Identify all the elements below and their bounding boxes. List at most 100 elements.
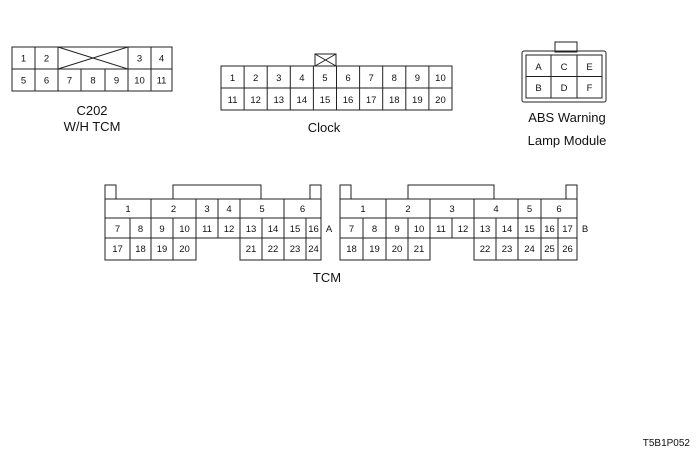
tcm-a-pin: 12 [224, 224, 235, 235]
tcm-a-pin: 23 [290, 244, 301, 255]
c202-pin: 7 [67, 76, 72, 87]
c202-caption-line1: C202 [76, 103, 107, 118]
tcm-a-pin: 16 [308, 224, 319, 235]
c202-pin: 10 [134, 76, 145, 87]
tcm-a-pin: 19 [157, 244, 168, 255]
tcm-b-pin: 22 [480, 244, 491, 255]
tcm-a-left-tab [104, 184, 117, 200]
c202-pin: 1 [21, 54, 26, 65]
c202-pin: 11 [157, 76, 167, 87]
tcm-b-pin: 4 [493, 204, 498, 215]
tcm-a-pin: 5 [259, 204, 264, 215]
c202-pin: 6 [44, 76, 49, 87]
tcm-b-pin: 26 [562, 244, 573, 255]
tcm-a-top-boss [172, 184, 262, 200]
tcm-b-left-tab [339, 184, 352, 200]
abs-latch [554, 41, 578, 53]
c202-pin: 4 [159, 54, 164, 65]
tcm-caption: TCM [313, 270, 341, 285]
figure-code-text: T5B1P052 [643, 438, 691, 449]
tcm-a-pin: 1 [125, 204, 130, 215]
tcm-b-pin: 12 [458, 224, 469, 235]
tcm-a-label: A [326, 224, 333, 235]
tcm-b-top-boss [407, 184, 495, 200]
clock-pin: 3 [276, 73, 281, 84]
c202-pin: 5 [21, 76, 26, 87]
tcm-b-pin: 11 [436, 224, 446, 235]
clock-pin: 16 [343, 95, 354, 106]
tcm-b-pin: 13 [480, 224, 491, 235]
tcm-b-pin: 25 [544, 244, 555, 255]
abs-caption-line1: ABS Warning [528, 110, 606, 125]
tcm-a-pin: 21 [246, 244, 257, 255]
tcm-a-pin: 3 [204, 204, 209, 215]
clock-pin: 6 [345, 73, 350, 84]
tcm-a-right-tab [309, 184, 322, 200]
tcm-b-pin: 7 [349, 224, 354, 235]
c202-pin: 3 [137, 54, 142, 65]
clock-pin: 13 [273, 95, 284, 106]
clock-pin: 7 [369, 73, 374, 84]
clock-pin: 20 [435, 95, 446, 106]
clock-pin: 5 [322, 73, 327, 84]
tcm-a-pin: 2 [171, 204, 176, 215]
tcm-b-pin: 15 [524, 224, 535, 235]
abs-pin: B [535, 83, 541, 94]
clock-pin: 2 [253, 73, 258, 84]
tcm-a-pin: 18 [135, 244, 146, 255]
tcm-b-pin: 2 [405, 204, 410, 215]
tcm-b-pin: 20 [392, 244, 403, 255]
tcm-a-pin: 14 [268, 224, 279, 235]
tcm-a-pin: 24 [308, 244, 319, 255]
c202-pin: 2 [44, 54, 49, 65]
tcm-b-pin: 23 [502, 244, 513, 255]
tcm-b-pin: 21 [414, 244, 425, 255]
clock-pin: 9 [415, 73, 420, 84]
abs-pin: A [535, 62, 542, 73]
tcm-b-pin: 6 [556, 204, 561, 215]
tcm-b-pin: 3 [449, 204, 454, 215]
clock-pin: 4 [299, 73, 304, 84]
tcm-a-pin: 20 [179, 244, 190, 255]
clock-pin: 10 [435, 73, 446, 84]
tcm-a-pin: 22 [268, 244, 279, 255]
tcm-a-pin: 9 [159, 224, 164, 235]
tcm-b-label: B [582, 224, 588, 235]
abs-caption-line2: Lamp Module [528, 133, 607, 148]
clock-pin: 12 [250, 95, 261, 106]
tcm-b-pin: 14 [502, 224, 513, 235]
tcm-b-right-tab [565, 184, 578, 200]
connector-abs-warning-lamp-module: A C E B D F ABS Warning Lamp Module [521, 41, 607, 148]
clock-pin: 1 [230, 73, 235, 84]
tcm-a-pin: 7 [115, 224, 120, 235]
tcm-b-pin: 16 [544, 224, 555, 235]
clock-pin: 17 [366, 95, 377, 106]
tcm-a-pin: 15 [290, 224, 301, 235]
abs-pin: F [587, 83, 593, 94]
tcm-a-pin: 10 [179, 224, 190, 235]
c202-pin: 8 [90, 76, 95, 87]
clock-pin: 14 [297, 95, 308, 106]
connector-c202: 1 2 3 4 5 6 7 8 9 10 11 C202 W/H TCM [11, 46, 173, 134]
tcm-b-pin: 18 [346, 244, 357, 255]
tcm-b-pin: 24 [524, 244, 535, 255]
tcm-a-pin: 11 [202, 224, 212, 235]
tcm-b-pin: 17 [562, 224, 573, 235]
clock-caption: Clock [308, 120, 341, 135]
clock-pin: 19 [412, 95, 423, 106]
c202-caption-line2: W/H TCM [64, 119, 121, 134]
tcm-a-pin: 4 [226, 204, 231, 215]
tcm-b-pin: 5 [527, 204, 532, 215]
clock-pin: 8 [392, 73, 397, 84]
tcm-a-pin: 6 [300, 204, 305, 215]
tcm-b-pin: 10 [414, 224, 425, 235]
clock-pin: 11 [228, 95, 238, 106]
tcm-b-pin: 9 [394, 224, 399, 235]
tcm-a-pin: 17 [112, 244, 123, 255]
tcm-b-pin: 8 [372, 224, 377, 235]
abs-pin: E [586, 62, 592, 73]
